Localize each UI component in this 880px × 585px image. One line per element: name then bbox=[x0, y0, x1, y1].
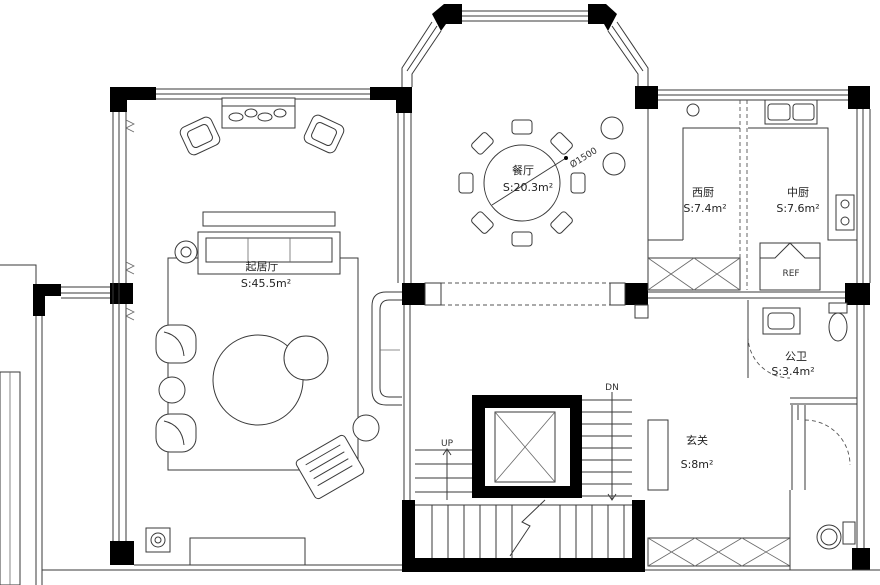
column bbox=[33, 284, 45, 316]
chaise-lounge bbox=[295, 434, 365, 500]
foyer-name: 玄关 bbox=[686, 433, 708, 447]
column bbox=[432, 4, 462, 31]
bar-stools bbox=[600, 116, 626, 176]
stair-down-label: DN bbox=[605, 383, 619, 393]
fireplace bbox=[221, 97, 296, 129]
plant-pot bbox=[145, 527, 171, 553]
left-terrace bbox=[0, 264, 112, 585]
lounge-chair bbox=[155, 413, 197, 453]
sofa bbox=[197, 211, 341, 275]
dining-chair bbox=[550, 211, 573, 234]
kitchen-cabinet bbox=[647, 257, 741, 291]
curved-partition bbox=[371, 291, 411, 500]
foyer-bench bbox=[647, 419, 669, 491]
dining-chair bbox=[511, 231, 533, 247]
armchair bbox=[303, 114, 345, 154]
room-labels: 餐厅 S:20.3m² 起居厅 S:45.5m² 西厨 S:7.4m² 中厨 S… bbox=[241, 163, 820, 471]
armchair bbox=[179, 116, 221, 156]
living-room-furniture bbox=[145, 97, 380, 566]
bar-stool bbox=[602, 152, 626, 176]
toilet-tank bbox=[828, 302, 848, 314]
chinese-kitchen-name: 中厨 bbox=[787, 186, 809, 199]
toilet-bowl bbox=[828, 312, 848, 342]
refrigerator bbox=[759, 242, 821, 291]
structural-columns bbox=[33, 4, 870, 570]
bathroom-fixtures bbox=[747, 300, 857, 405]
dining-room-name: 餐厅 bbox=[512, 163, 534, 177]
column bbox=[845, 283, 870, 305]
foyer-fixtures bbox=[647, 305, 865, 570]
elevator-car bbox=[494, 411, 556, 483]
stairs: UP DN bbox=[415, 383, 632, 558]
dining-chair bbox=[570, 172, 586, 194]
floor-lamp bbox=[174, 240, 198, 264]
chinese-kitchen-area: S:7.6m² bbox=[776, 202, 819, 215]
column bbox=[625, 283, 648, 305]
bathroom-name: 公卫 bbox=[785, 350, 807, 363]
side-table bbox=[283, 335, 329, 381]
round-dining-table bbox=[483, 144, 561, 222]
column bbox=[110, 283, 133, 304]
dining-chairs bbox=[458, 119, 586, 247]
dining-chair bbox=[471, 132, 494, 155]
living-room-name: 起居厅 bbox=[246, 260, 279, 273]
round-side-table bbox=[158, 376, 186, 404]
central-beam bbox=[424, 282, 649, 319]
round-side-table bbox=[352, 414, 380, 442]
stair-core-walls bbox=[402, 500, 645, 572]
column bbox=[588, 4, 617, 31]
lounge-chair bbox=[155, 324, 197, 364]
stair-up-label: UP bbox=[441, 439, 454, 449]
column bbox=[396, 87, 412, 113]
sink-icon bbox=[686, 103, 700, 117]
column bbox=[848, 86, 870, 109]
fridge-label: REF bbox=[782, 269, 799, 279]
west-kitchen-area: S:7.4m² bbox=[683, 202, 726, 215]
dining-table-set bbox=[458, 119, 586, 247]
column bbox=[402, 283, 425, 305]
tv-cabinet bbox=[189, 537, 306, 566]
chinese-kitchen-counter: REF bbox=[748, 99, 857, 291]
dining-chair bbox=[550, 132, 573, 155]
foyer-area: S:8m² bbox=[681, 458, 714, 471]
column bbox=[110, 541, 134, 565]
west-kitchen-counter bbox=[647, 103, 741, 291]
table-diameter-label: Ø1500 bbox=[568, 145, 599, 170]
dining-chair bbox=[471, 211, 494, 234]
dining-room-area: S:20.3m² bbox=[503, 181, 553, 194]
dining-chair bbox=[511, 119, 533, 135]
dining-chair bbox=[458, 172, 474, 194]
bathroom-area: S:3.4m² bbox=[771, 365, 814, 378]
west-kitchen-name: 西厨 bbox=[692, 186, 714, 199]
cooktop bbox=[835, 194, 855, 231]
bar-stool bbox=[600, 116, 624, 140]
living-room-area: S:45.5m² bbox=[241, 277, 291, 290]
column bbox=[635, 86, 658, 109]
column bbox=[852, 548, 870, 570]
column bbox=[110, 87, 127, 112]
elevator-shaft bbox=[472, 395, 582, 498]
